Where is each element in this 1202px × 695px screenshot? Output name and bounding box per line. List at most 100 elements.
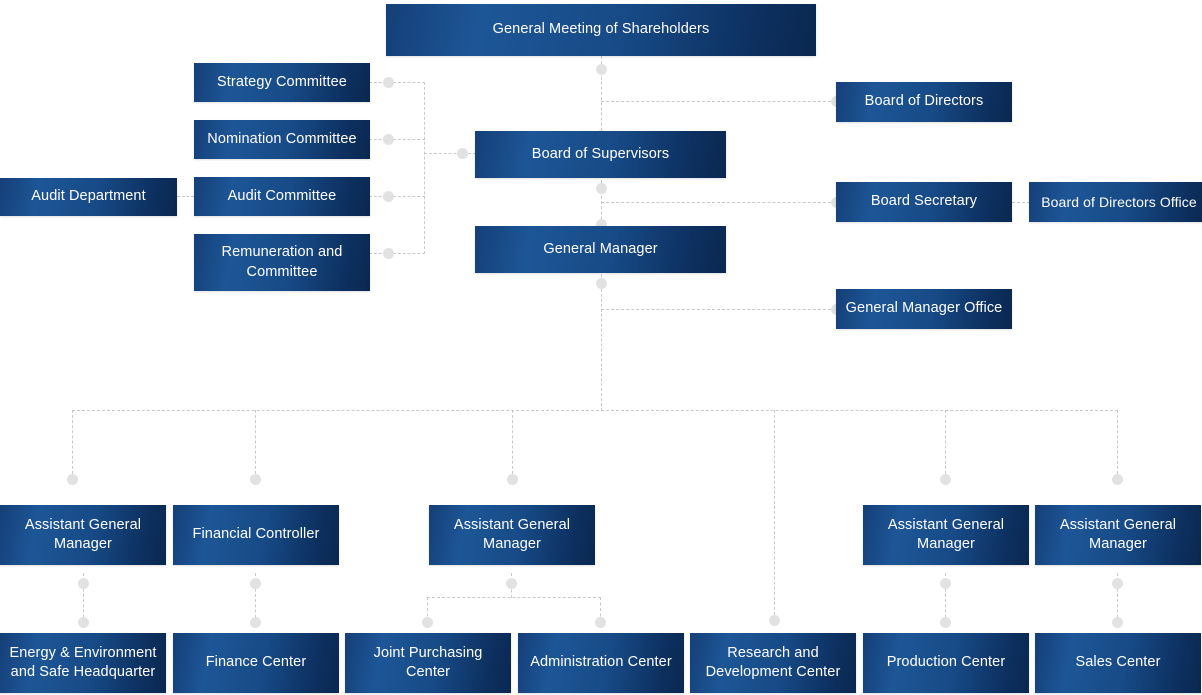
connector-agm4-to-sales bbox=[1117, 573, 1118, 623]
node-board-of-supervisors[interactable]: Board of Supervisors bbox=[475, 131, 726, 178]
connector-committees-to-supervisors bbox=[424, 153, 476, 154]
connector-gm-spine bbox=[601, 274, 602, 411]
node-nomination-committee[interactable]: Nomination Committee bbox=[194, 120, 370, 159]
connector-agm3-to-production bbox=[945, 573, 946, 623]
node-finance-center[interactable]: Finance Center bbox=[173, 633, 339, 693]
node-sales-center[interactable]: Sales Center bbox=[1035, 633, 1201, 693]
connector-dot bbox=[596, 278, 607, 289]
connector-dot bbox=[940, 578, 951, 589]
node-strategy-committee[interactable]: Strategy Committee bbox=[194, 63, 370, 102]
node-financial-controller[interactable]: Financial Controller bbox=[173, 505, 339, 565]
node-board-of-directors-office[interactable]: Board of Directors Office bbox=[1029, 182, 1202, 222]
node-label: Strategy Committee bbox=[217, 73, 347, 90]
node-label: Audit Department bbox=[31, 188, 146, 205]
connector-dot bbox=[457, 148, 468, 159]
connector-fc-to-finance bbox=[255, 573, 256, 623]
node-assistant-general-manager-1[interactable]: Assistant General Manager bbox=[0, 505, 166, 565]
connector-drop-financial-controller bbox=[255, 410, 256, 479]
node-label: Board of Supervisors bbox=[531, 145, 670, 162]
node-assistant-general-manager-2[interactable]: Assistant General Manager bbox=[429, 505, 595, 565]
connector-dot bbox=[422, 617, 433, 628]
connector-dot bbox=[596, 64, 607, 75]
node-label: Assistant General Manager bbox=[24, 516, 142, 552]
node-administration-center[interactable]: Administration Center bbox=[518, 633, 684, 693]
connector-dot bbox=[596, 183, 607, 194]
node-board-of-directors[interactable]: Board of Directors bbox=[836, 82, 1012, 122]
node-label: Assistant General Manager bbox=[887, 516, 1005, 552]
connector-division-bus bbox=[72, 410, 1118, 411]
node-remuneration-and-committee[interactable]: Remuneration and Committee bbox=[194, 234, 370, 291]
connector-dot bbox=[769, 615, 780, 626]
connector-dot bbox=[250, 474, 261, 485]
node-label: Finance Center bbox=[205, 654, 307, 671]
node-label: Energy & Environment and Safe Headquarte… bbox=[9, 644, 157, 680]
connector-agm2-to-joint-purchasing bbox=[427, 597, 428, 622]
node-label: Financial Controller bbox=[192, 526, 320, 543]
node-label: Research and Development Center bbox=[705, 644, 841, 680]
node-label: Production Center bbox=[886, 654, 1006, 671]
connector-committee-bus bbox=[424, 82, 425, 254]
connector-dot bbox=[1112, 578, 1123, 589]
connector-dot bbox=[1112, 617, 1123, 628]
node-general-manager-office[interactable]: General Manager Office bbox=[836, 289, 1012, 329]
node-label: Remuneration and Committee bbox=[221, 244, 343, 280]
node-audit-department[interactable]: Audit Department bbox=[0, 178, 177, 216]
connector-dot bbox=[595, 617, 606, 628]
connector-drop-assistant-gm-2 bbox=[512, 410, 513, 479]
node-audit-committee[interactable]: Audit Committee bbox=[194, 177, 370, 216]
connector-drop-assistant-gm-4 bbox=[1117, 410, 1118, 479]
connector-agm2-to-administration bbox=[600, 597, 601, 622]
connector-secretary-to-bod-office bbox=[1012, 202, 1030, 203]
connector-drop-assistant-gm-1 bbox=[72, 410, 73, 479]
connector-dot bbox=[940, 617, 951, 628]
connector-dot bbox=[596, 219, 607, 230]
node-joint-purchasing-center[interactable]: Joint Purchasing Center bbox=[345, 633, 511, 693]
connector-gm-to-rnd-center bbox=[774, 410, 775, 620]
node-label: Audit Committee bbox=[227, 187, 337, 204]
connector-to-gm-office bbox=[601, 309, 841, 310]
node-label: Board Secretary bbox=[870, 193, 978, 210]
connector-audit-committee bbox=[369, 196, 425, 197]
connector-to-board-secretary bbox=[601, 202, 841, 203]
connector-to-board-of-directors bbox=[601, 101, 841, 102]
connector-dot bbox=[383, 77, 394, 88]
node-general-meeting-of-shareholders[interactable]: General Meeting of Shareholders bbox=[386, 4, 816, 56]
connector-remuneration-committee bbox=[369, 253, 425, 254]
node-label: Joint Purchasing Center bbox=[373, 644, 483, 680]
node-label: Sales Center bbox=[1075, 654, 1161, 671]
connector-dot bbox=[1112, 474, 1123, 485]
connector-agm2-bar bbox=[427, 597, 601, 598]
connector-drop-assistant-gm-3 bbox=[945, 410, 946, 479]
node-label: Board of Directors Office bbox=[1041, 193, 1197, 210]
connector-dot bbox=[940, 474, 951, 485]
node-general-manager[interactable]: General Manager bbox=[475, 226, 726, 273]
connector-dot bbox=[250, 617, 261, 628]
node-production-center[interactable]: Production Center bbox=[863, 633, 1029, 693]
connector-nomination-committee bbox=[369, 139, 425, 140]
connector-agm1-to-energy bbox=[83, 573, 84, 623]
connector-dot bbox=[507, 474, 518, 485]
node-assistant-general-manager-4[interactable]: Assistant General Manager bbox=[1035, 505, 1201, 565]
connector-dot bbox=[250, 578, 261, 589]
connector-dot bbox=[78, 617, 89, 628]
node-label: Administration Center bbox=[530, 654, 672, 671]
node-research-and-development-center[interactable]: Research and Development Center bbox=[690, 633, 856, 693]
node-assistant-general-manager-3[interactable]: Assistant General Manager bbox=[863, 505, 1029, 565]
node-board-secretary[interactable]: Board Secretary bbox=[836, 182, 1012, 222]
node-label: General Meeting of Shareholders bbox=[492, 21, 710, 38]
node-label: General Manager bbox=[543, 240, 658, 257]
node-label: Assistant General Manager bbox=[1059, 516, 1177, 552]
connector-dot bbox=[383, 191, 394, 202]
connector-audit-department bbox=[177, 196, 194, 197]
connector-dot bbox=[383, 134, 394, 145]
connector-dot bbox=[506, 578, 517, 589]
connector-dot bbox=[383, 248, 394, 259]
connector-strategy-committee bbox=[369, 82, 425, 83]
connector-shareholders-to-supervisors bbox=[601, 56, 602, 136]
connector-dot bbox=[67, 474, 78, 485]
node-label: Board of Directors bbox=[864, 93, 984, 110]
node-energy-environment-safe-headquarter[interactable]: Energy & Environment and Safe Headquarte… bbox=[0, 633, 166, 693]
node-label: General Manager Office bbox=[845, 300, 1003, 317]
node-label: Assistant General Manager bbox=[453, 516, 571, 552]
connector-dot bbox=[78, 578, 89, 589]
